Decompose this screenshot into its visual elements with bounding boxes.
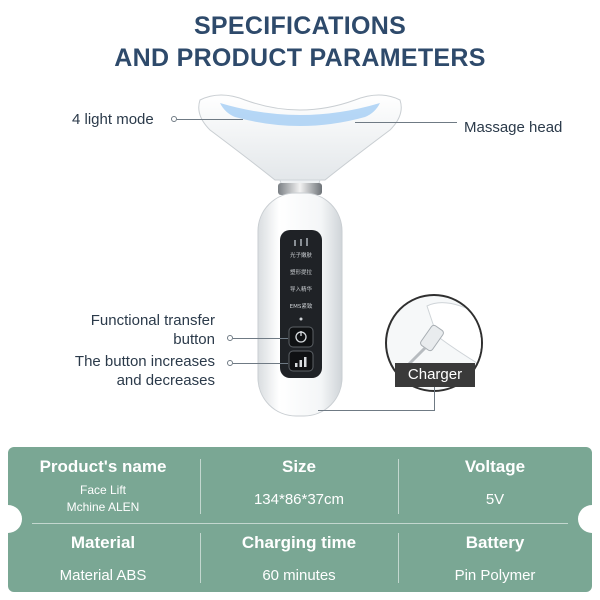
spec-value-size: 134*86*37cm [253, 491, 345, 508]
panel-notch-left [8, 505, 22, 533]
chrome-ring-shape [278, 183, 322, 195]
spec-value-battery: Pin Polymer [454, 567, 536, 584]
spec-label-product-name: Product's name [39, 457, 167, 476]
spec-label-battery: Battery [465, 533, 525, 552]
callout-increase-line2: and decreases [116, 372, 215, 389]
spec-row-divider [32, 523, 568, 524]
callout-increase-line1: The button increases [74, 353, 215, 370]
spec-divider [398, 459, 399, 514]
power-icon[interactable] [288, 326, 314, 348]
spec-cell-size: Size 134*86*37cm [204, 457, 394, 508]
signal-bars-icon[interactable] [288, 350, 314, 372]
callout-line-light-mode [177, 119, 243, 120]
screen-mode-4: EMS紧致 [290, 302, 313, 310]
page-title-line2: AND PRODUCT PARAMETERS [114, 44, 486, 72]
spec-value-product-name-line1: Face Lift [79, 483, 127, 497]
device-illustration: 光子嫩肤 塑形提拉 导入精华 EMS紧致 [198, 94, 402, 417]
callout-dot-light-mode [171, 116, 177, 122]
callout-functional-line2: button [173, 331, 215, 348]
spec-label-size: Size [281, 457, 317, 476]
callout-massage-head: Massage head [464, 119, 563, 136]
spec-cell-material: Material Material ABS [8, 533, 198, 584]
spec-label-charging-time: Charging time [241, 533, 357, 552]
page-title-line1: SPECIFICATIONS [193, 12, 407, 40]
spec-cell-battery: Battery Pin Polymer [400, 533, 590, 584]
spec-cell-voltage: Voltage 5V [400, 457, 590, 508]
spec-divider [200, 459, 201, 514]
light-strip-shape [220, 103, 380, 126]
callout-line-charger-horizontal [318, 410, 435, 411]
callout-line-functional [233, 338, 288, 339]
spec-divider [200, 533, 201, 583]
panel-notch-right [578, 505, 592, 533]
screen-mode-3: 导入精华 [290, 285, 313, 293]
spec-value-charging-time: 60 minutes [262, 567, 336, 584]
callout-dot-increase [227, 360, 233, 366]
specifications-panel: Product's name Face Lift Mchine ALEN Siz… [8, 447, 592, 592]
callout-line-massage-head [355, 122, 457, 123]
callout-dot-functional [227, 335, 233, 341]
screen-mode-1: 光子嫩肤 [290, 251, 313, 259]
charger-cable-icon [405, 302, 481, 368]
spec-value-voltage: 5V [485, 491, 505, 508]
spec-label-material: Material [70, 533, 136, 552]
callout-line-charger-vertical [434, 387, 435, 410]
charger-label: Charger [395, 363, 475, 387]
spec-value-product-name-line2: Mchine ALEN [66, 500, 140, 514]
callout-line-increase [233, 363, 288, 364]
spec-label-voltage: Voltage [464, 457, 526, 476]
callout-light-mode: 4 light mode [72, 111, 154, 128]
callout-functional-line1: Functional transfer [90, 312, 215, 329]
spec-cell-product-name: Product's name Face Lift Mchine ALEN [8, 457, 198, 516]
screen-mode-2: 塑形提拉 [290, 268, 313, 276]
spec-cell-charging-time: Charging time 60 minutes [204, 533, 394, 584]
spec-value-material: Material ABS [59, 567, 147, 584]
spec-divider [398, 533, 399, 583]
